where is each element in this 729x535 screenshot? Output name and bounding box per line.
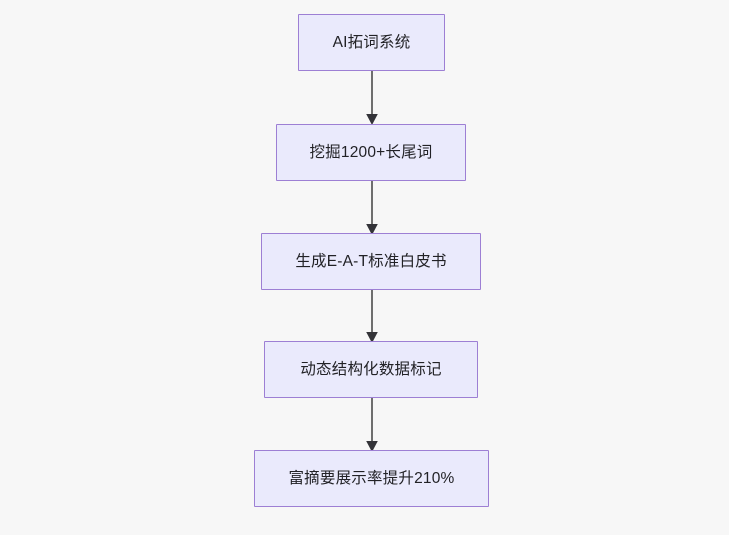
edge-n1-n2-arrowhead bbox=[366, 114, 378, 125]
flowchart-node-label: 富摘要展示率提升210% bbox=[288, 469, 455, 487]
flowchart-node-label: 动态结构化数据标记 bbox=[300, 360, 442, 378]
edge-n2-n3 bbox=[366, 179, 378, 235]
flowchart-node-ai-keyword-system[interactable]: AI拓词系统 bbox=[298, 14, 445, 71]
flowchart-node-rich-snippet-rate-increase[interactable]: 富摘要展示率提升210% bbox=[254, 450, 489, 507]
flowchart-node-dynamic-structured-data-markup[interactable]: 动态结构化数据标记 bbox=[264, 341, 478, 398]
edge-n4-n5-arrowhead bbox=[366, 441, 378, 452]
edge-n4-n5 bbox=[366, 396, 378, 452]
flowchart-node-label: AI拓词系统 bbox=[332, 33, 411, 51]
edge-n2-n3-arrowhead bbox=[366, 224, 378, 235]
flowchart-node-mine-longtail-keywords[interactable]: 挖掘1200+长尾词 bbox=[276, 124, 466, 181]
flowchart-node-label: 生成E-A-T标准白皮书 bbox=[295, 252, 447, 270]
flowchart-node-generate-eat-whitepaper[interactable]: 生成E-A-T标准白皮书 bbox=[261, 233, 481, 290]
edge-n3-n4 bbox=[366, 288, 378, 343]
flowchart-node-label: 挖掘1200+长尾词 bbox=[309, 143, 433, 161]
edge-n1-n2 bbox=[366, 69, 378, 125]
edge-n3-n4-arrowhead bbox=[366, 332, 378, 343]
